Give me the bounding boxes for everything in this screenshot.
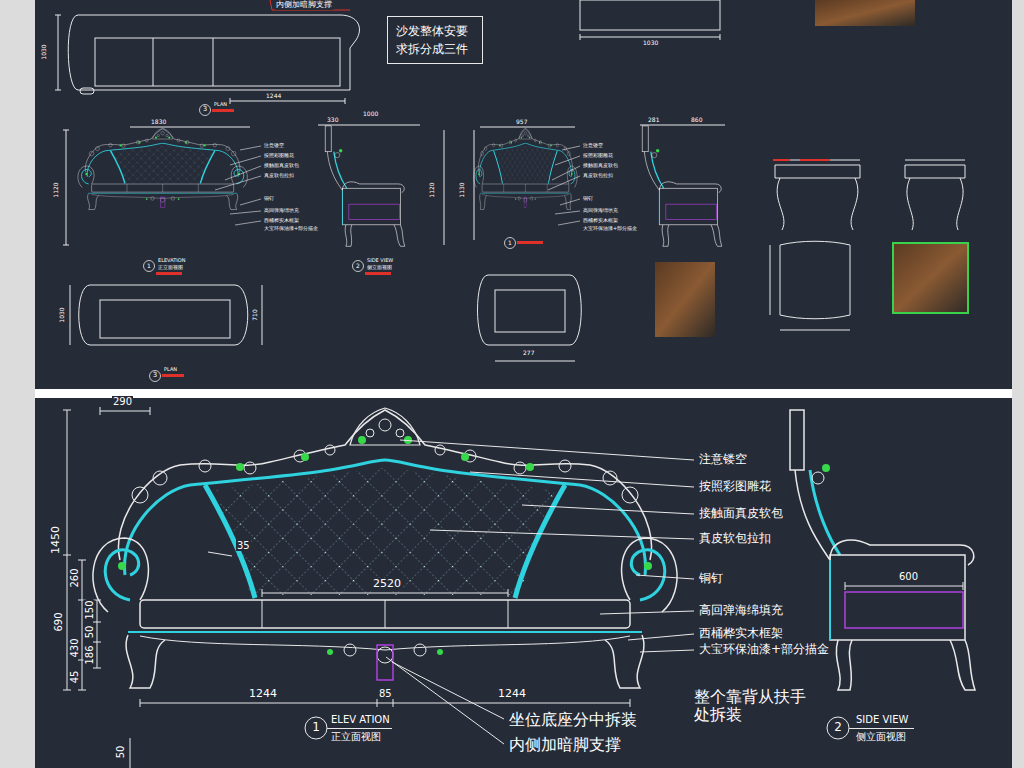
dimension-text: 50 <box>84 625 95 640</box>
note-label: 大宝环保油漆+部分描金 <box>582 226 638 232</box>
dimension-text: 430 <box>69 637 80 658</box>
note-label: 铜钉 <box>698 572 724 585</box>
note-label: 坐位底座分中拆装 <box>508 711 638 729</box>
note-label: 按照彩图雕花 <box>263 153 295 159</box>
note-label: 按照彩图雕花 <box>698 480 772 493</box>
note-label: ELEV ATION <box>330 714 391 725</box>
note-label: 大宝环保油漆+部分描金 <box>263 226 319 232</box>
dimension-text: 860 <box>690 117 703 124</box>
note-label: PLAN <box>213 102 228 108</box>
callout-number: 2 <box>833 721 843 734</box>
callout-number: 3 <box>202 106 208 114</box>
note-label: 铜钉 <box>263 196 275 202</box>
dimension-text: 1130 <box>459 181 466 198</box>
callout-number: 3 <box>152 372 158 380</box>
dimension-text: 277 <box>522 350 535 357</box>
dimension-text: 1830 <box>150 119 167 126</box>
note-label: 注意镂空 <box>582 143 604 149</box>
dimension-text: 1000 <box>362 111 379 118</box>
dimension-text: 710 <box>252 308 259 321</box>
note-label: 内侧加暗脚支撑 <box>275 1 333 10</box>
note-label: SIDE VIEW <box>855 714 910 725</box>
callout-number: 1 <box>311 721 321 734</box>
dimension-text: 690 <box>53 611 64 632</box>
dimension-text: 45 <box>69 670 80 685</box>
dimension-text: 186 <box>84 644 95 665</box>
note-label: 西桶桦实木框架 <box>582 218 619 224</box>
dimension-text: 600 <box>898 571 919 582</box>
dimension-text: 1030 <box>41 43 48 60</box>
dimension-text: 290 <box>112 396 133 407</box>
note-label: 高回弹海绵填充 <box>698 604 784 617</box>
note-box: 沙发整体安要 求拆分成三件 <box>387 16 483 64</box>
note-label: 高回弹海绵填充 <box>263 208 300 214</box>
callout-number: 2 <box>355 263 361 270</box>
box-text: 沙发整体安要 求拆分成三件 <box>396 22 472 58</box>
dimension-text: 281 <box>647 117 660 124</box>
note-label: 内侧加暗脚支撑 <box>508 736 622 754</box>
note-label: 侧立面视图 <box>366 265 393 271</box>
dimension-text: 1030 <box>642 40 659 47</box>
dimension-text: 85 <box>378 688 393 699</box>
dimension-text: 50 <box>115 745 126 760</box>
callout-number: 1 <box>146 263 152 270</box>
dimension-text: 957 <box>515 119 528 126</box>
dimension-text: 1450 <box>50 525 62 555</box>
dimension-text: 1244 <box>248 688 278 700</box>
note-label: 侧立面视图 <box>855 731 907 742</box>
note-label: 铜钉 <box>582 196 594 202</box>
dimension-text: 1244 <box>265 93 282 100</box>
note-label: 按照彩图雕花 <box>582 153 614 159</box>
note-label: 真皮软包拉扣 <box>698 532 772 545</box>
note-label: 接触面真皮软包 <box>263 163 300 169</box>
dimension-text: 260 <box>69 567 80 588</box>
dimension-text: 1244 <box>497 688 527 700</box>
note-label: PLAN <box>163 367 178 373</box>
note-label: 西桶桦实木框架 <box>698 627 784 640</box>
callout-number: 1 <box>507 240 513 247</box>
note-label: 正立面视图 <box>330 731 382 742</box>
dimension-text: 330 <box>326 117 339 124</box>
note-label: ELEVATION <box>157 258 186 264</box>
dimension-text: 1120 <box>53 181 60 198</box>
note-label: 正立面视图 <box>157 265 184 271</box>
note-label: 真皮软包拉扣 <box>582 173 614 179</box>
dimension-text: 1030 <box>59 306 66 323</box>
note-label: 整个靠背从扶手 处拆装 <box>693 688 820 723</box>
note-label: 西桶桦实木框架 <box>263 218 300 224</box>
dimension-text: 2520 <box>372 578 402 590</box>
note-label: SIDE VIEW <box>366 258 394 264</box>
note-label: 接触面真皮软包 <box>698 507 784 520</box>
note-label: 高回弹海绵填充 <box>582 208 619 214</box>
note-label: 接触面真皮软包 <box>582 163 619 169</box>
note-label: 注意镂空 <box>698 453 748 466</box>
dimension-text: 35 <box>236 540 251 551</box>
note-label: 注意镂空 <box>263 143 285 149</box>
dimension-text: 1120 <box>429 181 436 198</box>
note-label: 真皮软包拉扣 <box>263 173 295 179</box>
note-label: 大宝环保油漆+部分描金 <box>698 643 830 656</box>
dimension-text: 150 <box>84 599 95 620</box>
